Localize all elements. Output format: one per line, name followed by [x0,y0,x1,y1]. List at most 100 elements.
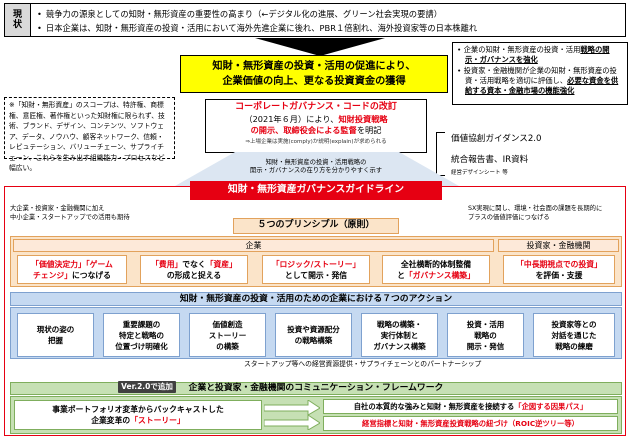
guideline-right-note-line1: SX実現に関し、環境・社会面の課題を長期的に [468,205,603,212]
cg-code-line2-emph: 知財投資戦略 [338,114,388,125]
seven-actions-title: 知財・無形資産の投資・活用のための企業における７つのアクション [10,292,622,306]
status-item: 競争力の源泉としての知財・無形資産の重要性の高まり（←デジタル化の進展、グリーン… [37,7,477,21]
status-item: 日本企業は、知財・無形資産の投資・活用において海外先進企業に後れ、PBR１倍割れ… [37,21,477,35]
down-arrow-icon [255,38,385,56]
headline-line2: 企業価値の向上、更なる投資資金の獲得 [222,76,406,87]
action-line: 対話を通じた [551,330,597,340]
principle-item: 「価値決定力」「ゲーム チェンジ」につなげる [17,255,127,284]
action-item: 投資家等との 対話を通じた 戦略の練磨 [533,313,615,357]
cg-code-line2-text: （2021年６月）により、 [244,114,339,125]
guideline-right-note-line2: プラスの価値評価につなげる [468,214,550,221]
action-line: の構築 [216,341,239,351]
action-item: 価値創造 ストーリー の構築 [189,313,266,357]
guideline-left-note-line1: 大企業・投資家・金融機関に加え [10,205,105,212]
headline-box: 知財・無形資産の投資・活用の促進により、 企業価値の向上、更なる投資資金の獲得 [180,55,448,93]
principle-item: 「中長期視点での投資」 を評価・支援 [503,255,615,284]
scope-note-box: ※「知財・無形資産」のスコープは、特許権、商標権、意匠権、著作権といった知財権に… [4,97,175,172]
right-note-item: 投資家・金融機関が企業の知財・無形資産の投資・活用戦略を適切に評価し、必要な資金… [457,66,623,96]
framework-title: 企業と投資家・金融機関のコミュニケーション・フレームワーク [10,382,622,395]
action-line: 価値創造 [212,319,243,329]
principle-text: を評価・支援 [535,270,583,280]
action-line: 戦略の練磨 [555,341,593,351]
cg-code-line2: （2021年６月）により、知財投資戦略 [206,113,426,125]
action-line: ストーリー [208,330,247,340]
status-label-line1: 現 [12,9,22,20]
action-item: 投資・活用 戦略の 開示・発信 [447,313,524,357]
integrated-report-label: 統合報告書、IR資料 [451,155,529,165]
startup-note: スタートアップ等への経営資源提供・サプライチェーンとのパートナーシップ [244,360,482,368]
cg-code-title: コーポレートガバナンス・コードの改訂 [235,102,397,112]
cg-code-line3: の開示、取締役会による監督を明記 [206,125,426,136]
principles-investor-header: 投資家・金融機関 [498,239,619,252]
right-note-text: 企業の知財・無形資産の投資・活用 [463,45,581,54]
framework-story-line1: 事業ポートフォリオ変革からバックキャストした [52,405,224,414]
principle-text: でなく [182,259,206,269]
guideline-title: 知財・無形資産ガバナンスガイドライン [190,181,442,200]
scope-note-text: ※「知財・無形資産」のスコープは、特許権、商標権、意匠権、著作権といった知財権に… [9,101,165,172]
principle-text: の形成と捉える [166,270,222,280]
cg-code-line3-text: を明記 [356,125,382,136]
framework-causal-path-box: 自社の本質的な強みと知財・無形資産を接続する「企図する因果パス」 [323,399,618,414]
action-line: 把握 [48,336,63,345]
action-line: 重要課題の [122,319,161,329]
value-guide-label: 価値協創ガイダンス2.0 [451,134,542,144]
guideline-left-note: 大企業・投資家・金融機関に加え 中小企業・スタートアップでの活用も期待 [10,204,130,222]
action-line: 現状の姿の [36,325,75,334]
action-line: 位置づけ明確化 [115,341,168,351]
principle-text-red: 「ロジック/ストーリー」 [271,259,361,269]
version-badge: Ver.2.0で追加 [118,381,176,393]
action-line: 投資や資源配分 [287,325,340,334]
trapezoid-text: 知財・無形資産の投資・活用戦略の 開示・ガバナンスの在り方を分かりやすく示す [240,159,392,175]
principle-text: と [397,270,405,280]
trapezoid-line1: 知財・無形資産の投資・活用戦略の [265,159,367,166]
principle-text-red: 「ガバナンス構築」 [404,270,475,280]
principle-item: 「費用」でなく「資産」 の形成と捉える [140,255,248,284]
principle-item: 全社横断的体制整備 と「ガバナンス構築」 [382,255,490,284]
framework-kpi-box: 経営指標と知財・無形資産投資戦略の紐づけ（ROIC逆ツリー等） [323,416,618,431]
principle-text-red: 「価値決定力」「ゲーム [31,259,113,269]
guideline-left-note-line2: 中小企業・スタートアップでの活用も期待 [10,214,130,221]
bracket-line [436,132,445,176]
action-item: 現状の姿の 把握 [17,313,94,357]
principle-text-red: 「中長期視点での投資」 [516,259,602,269]
framework-causal-emph: 「企図する因果パス」 [514,401,588,411]
status-label-line2: 状 [12,20,22,30]
action-line: 戦略の構築・ [377,319,422,329]
trapezoid-shape [175,152,459,186]
headline-line1: 知財・無形資産の投資・活用の促進により、 [212,61,416,72]
action-line: 実行体制と [380,330,419,340]
principle-text: につなげる [72,270,111,280]
action-line: 戦略の [474,330,497,340]
guideline-right-note: SX実現に関し、環境・社会面の課題を長期的に プラスの価値評価につなげる [468,204,602,222]
status-list: 競争力の源泉としての知財・無形資産の重要性の高まり（←デジタル化の進展、グリーン… [31,4,483,36]
framework-causal-text: 自社の本質的な強みと知財・無形資産を接続する [353,401,515,411]
principles-corp-header: 企業 [13,239,494,252]
double-arrow-icon [264,400,320,430]
status-box: 現 状 競争力の源泉としての知財・無形資産の重要性の高まり（←デジタル化の進展、… [4,3,626,37]
action-line: 開示・発信 [466,341,505,351]
framework-kpi-emph: 経営指標と知財・無形資産投資戦略の紐づけ（ROIC逆ツリー等） [362,418,579,428]
trapezoid-line2: 開示・ガバナンスの在り方を分かりやすく示す [249,167,383,175]
action-line: の戦略構築 [294,336,333,345]
framework-story-box: 事業ポートフォリオ変革からバックキャストした 企業変革の「ストーリー」 [14,400,262,430]
framework-story-text: 企業変革の [91,416,131,425]
action-item: 投資や資源配分 の戦略構築 [275,313,352,357]
right-note-text: 投資家・金融機関が企業の知財・無形資産の投資・活用戦略を適切に評価し、 [463,66,617,85]
principles-title: ５つのプリンシプル（原則） [233,218,399,234]
status-label: 現 状 [5,4,31,36]
integrated-report-sub: 経営デザインシート 等 [451,170,508,176]
right-note-emph: 必要な資金を供給する資本・金融市場の機能強化 [465,76,619,95]
principle-text-red: チェンジ」 [33,270,72,280]
action-line: 投資・活用 [466,319,505,329]
action-line: 特定と戦略の [119,330,164,340]
action-line: 投資家等との [551,319,597,329]
action-item: 戦略の構築・ 実行体制と ガバナンス構築 [361,313,438,357]
action-line: ガバナンス構築 [373,341,426,351]
right-note-item: 企業の知財・無形資産の投資・活用戦略の開示・ガバナンスを強化 [457,45,623,65]
cg-code-note: ⇒上場企業は実施(comply)か説明(explain)が求められる [245,139,387,146]
principle-item: 「ロジック/ストーリー」 として開示・発信 [262,255,370,284]
right-notes-box: 企業の知財・無形資産の投資・活用戦略の開示・ガバナンスを強化 投資家・金融機関が… [452,42,628,105]
cg-code-box: コーポレートガバナンス・コードの改訂 （2021年６月）により、知財投資戦略 の… [205,99,427,153]
principle-text-red: 「資産」 [205,259,237,269]
principle-text: 全社横断的体制整備 [400,259,472,269]
